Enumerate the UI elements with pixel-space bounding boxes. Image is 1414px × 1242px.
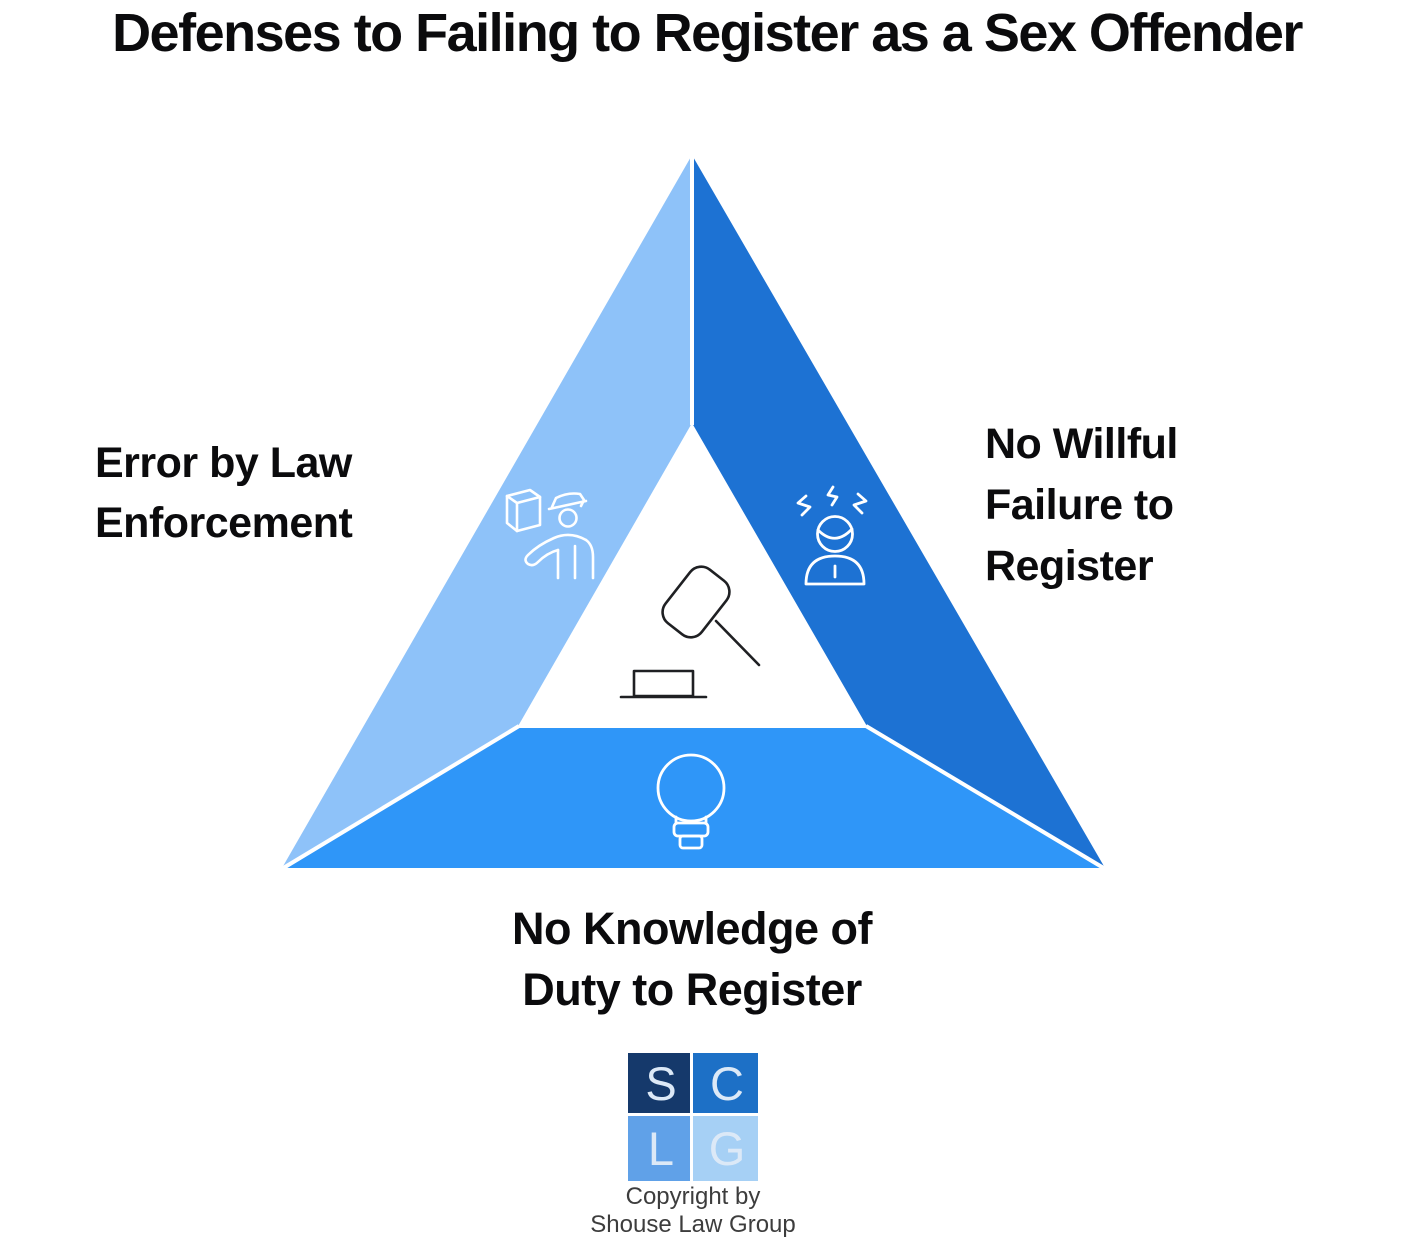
label-line: Enforcement — [95, 499, 353, 547]
segment-error-by-law-enforcement — [282, 155, 692, 868]
logo-letter-c: C — [710, 1057, 744, 1110]
angry-person-icon — [796, 485, 868, 586]
logo-quadrant-s — [628, 1053, 690, 1113]
label-line: Register — [985, 542, 1154, 590]
label-line: No Willful — [985, 420, 1178, 468]
logo-quadrant-c — [693, 1053, 758, 1113]
shouse-law-group-logo: S C L G — [628, 1053, 758, 1181]
copyright-line: Shouse Law Group — [590, 1211, 796, 1238]
logo-quadrant-g — [693, 1116, 758, 1181]
logo-letter-s: S — [645, 1057, 676, 1110]
gavel-icon — [619, 565, 761, 699]
label-line: No Knowledge of — [512, 903, 872, 954]
label-line: Error by Law — [95, 439, 352, 487]
segment-no-knowledge — [287, 728, 1100, 868]
label-no-knowledge-of-duty: No Knowledge of Duty to Register — [412, 898, 972, 1020]
segment-no-willful-failure — [692, 155, 1105, 868]
lightbulb-icon — [656, 753, 726, 850]
logo-quadrant-l — [628, 1116, 690, 1181]
logo-letter-g: G — [709, 1122, 746, 1175]
label-line: Duty to Register — [522, 964, 862, 1015]
label-error-by-law-enforcement: Error by Law Enforcement — [95, 433, 353, 553]
copyright-line: Copyright by — [625, 1183, 761, 1210]
police-officer-icon — [505, 488, 595, 580]
band-separators — [278, 153, 1109, 872]
label-no-willful-failure: No Willful Failure to Register — [985, 414, 1178, 597]
copyright-notice: Copyright by Shouse Law Group — [493, 1183, 893, 1239]
label-line: Failure to — [985, 481, 1174, 529]
page-title: Defenses to Failing to Register as a Sex… — [112, 3, 1303, 63]
logo-letter-l: L — [648, 1122, 674, 1175]
